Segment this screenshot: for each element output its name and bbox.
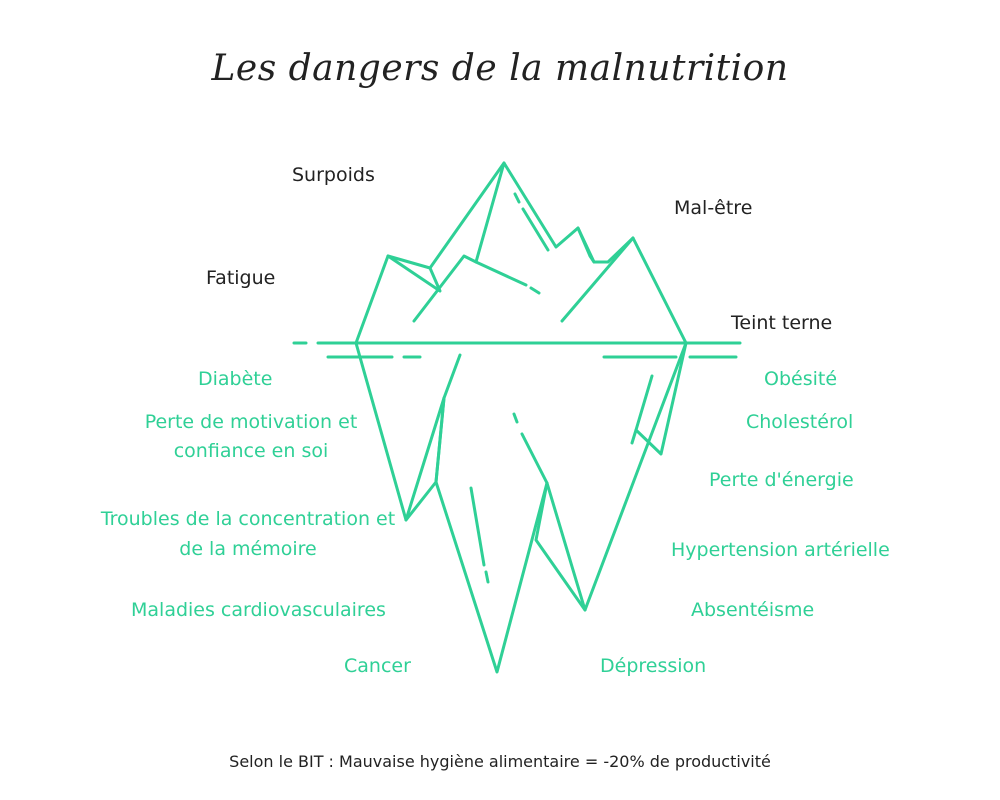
label-absenteisme: Absentéisme xyxy=(691,599,815,621)
label-depression: Dépression xyxy=(600,655,707,677)
label-cancer: Cancer xyxy=(344,655,411,677)
label-troubles-concentration-line-2: de la mémoire xyxy=(179,538,317,560)
label-surpoids: Surpoids xyxy=(292,164,375,186)
iceberg-tip xyxy=(354,161,688,345)
footer-note: Selon le BIT : Mauvaise hygiène alimenta… xyxy=(229,752,771,771)
label-troubles-concentration-line-1: Troubles de la concentration et xyxy=(100,508,396,530)
page-title: Les dangers de la malnutrition xyxy=(211,48,789,89)
label-hypertension: Hypertension artérielle xyxy=(671,539,890,561)
label-mal-etre: Mal-être xyxy=(674,197,753,219)
label-perte-energie: Perte d'énergie xyxy=(709,469,854,491)
label-maladies-cardiovasculaires: Maladies cardiovasculaires xyxy=(131,599,386,621)
label-perte-motivation-line-2: confiance en soi xyxy=(173,440,329,462)
iceberg-body xyxy=(354,341,688,674)
label-cholesterol: Cholestérol xyxy=(746,411,854,433)
label-perte-motivation-line-1: Perte de motivation et xyxy=(144,411,358,433)
label-fatigue: Fatigue xyxy=(206,267,276,289)
label-teint-terne: Teint terne xyxy=(731,312,833,334)
label-diabete: Diabète xyxy=(198,368,273,390)
label-obesite: Obésité xyxy=(764,368,838,390)
